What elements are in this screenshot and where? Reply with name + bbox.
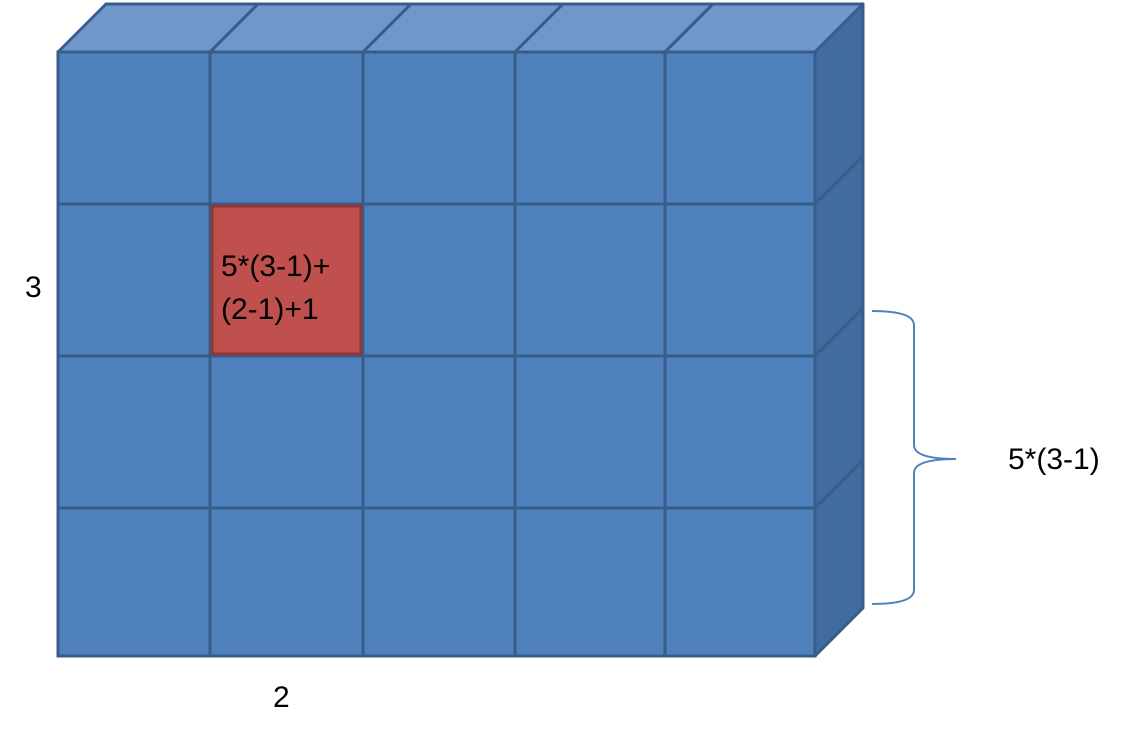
grid-cell [663, 354, 817, 510]
grid-cell [361, 50, 517, 206]
grid-cell [208, 50, 365, 206]
grid-cell [663, 50, 817, 206]
grid-cell [513, 50, 667, 206]
grid-cell [513, 202, 667, 358]
grid-cell [208, 354, 365, 510]
grid-cell [361, 354, 517, 510]
cell-formula-line1: 5*(3-1)+ [221, 250, 330, 283]
highlighted-grid-cell [210, 204, 363, 356]
grid-cell [56, 202, 212, 358]
top-faces [56, 2, 865, 54]
grid-cell [56, 506, 212, 658]
grid-cell [208, 506, 365, 658]
side-faces [813, 2, 865, 658]
row-index-label: 3 [25, 271, 42, 304]
grid-cell [56, 354, 212, 510]
grid-cell [361, 506, 517, 658]
front-cells [56, 50, 817, 658]
column-index-label: 2 [273, 681, 290, 714]
curly-brace [871, 310, 957, 605]
grid-cell [663, 202, 817, 358]
grid-cell [361, 202, 517, 358]
cell-formula-line2: (2-1)+1 [221, 293, 319, 326]
grid-cell [513, 354, 667, 510]
grid-cell [56, 50, 212, 206]
highlighted-cell-formula: 5*(3-1)+ (2-1)+1 [221, 250, 339, 326]
brace-label: 5*(3-1) [1008, 443, 1100, 476]
grid-cell [663, 506, 817, 658]
grid-cell [513, 506, 667, 658]
